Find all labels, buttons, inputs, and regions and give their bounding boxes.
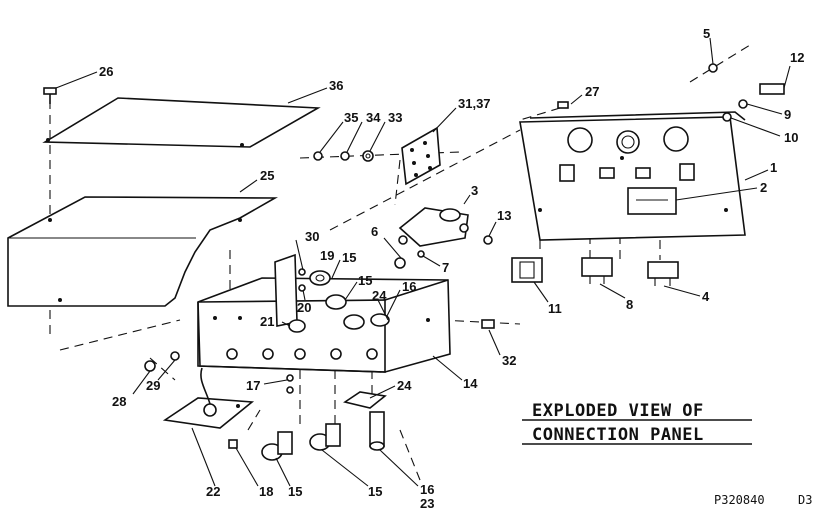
callout-29: 29 bbox=[146, 378, 160, 393]
callout-2: 2 bbox=[760, 180, 767, 195]
callout-36: 36 bbox=[329, 78, 343, 93]
callout-16b: 16 bbox=[420, 482, 434, 497]
screw-26 bbox=[43, 87, 57, 104]
switch-11 bbox=[511, 257, 543, 283]
callout-21: 21 bbox=[260, 314, 274, 329]
callout-17: 17 bbox=[246, 378, 260, 393]
terminal-block-31-37 bbox=[401, 126, 441, 186]
callout-31-37: 31,37 bbox=[458, 96, 491, 111]
callout-1: 1 bbox=[770, 160, 777, 175]
callout-20: 20 bbox=[297, 300, 311, 315]
leader-lines bbox=[55, 37, 791, 487]
bracket-30 bbox=[274, 253, 298, 327]
grommets-15-16-19-20-21-24 bbox=[288, 268, 390, 333]
callout-15d: 15 bbox=[368, 484, 382, 499]
callout-7: 7 bbox=[442, 260, 449, 275]
screw-32 bbox=[481, 319, 495, 329]
callout-6: 6 bbox=[371, 224, 378, 239]
callout-27: 27 bbox=[585, 84, 599, 99]
callout-5: 5 bbox=[703, 26, 710, 41]
callout-30: 30 bbox=[305, 229, 319, 244]
callout-16a: 16 bbox=[402, 279, 416, 294]
main-panel-1 bbox=[519, 111, 746, 241]
callout-23: 23 bbox=[420, 496, 434, 511]
callout-12: 12 bbox=[790, 50, 804, 65]
callout-25: 25 bbox=[260, 168, 274, 183]
housing-25 bbox=[7, 196, 278, 307]
callout-34: 34 bbox=[366, 110, 381, 125]
callout-33: 33 bbox=[388, 110, 402, 125]
callout-9: 9 bbox=[784, 107, 791, 122]
switch-8 bbox=[581, 257, 613, 284]
sheet-code: D3 bbox=[798, 493, 812, 507]
callout-28: 28 bbox=[112, 394, 126, 409]
callout-15c: 15 bbox=[288, 484, 302, 499]
callout-22: 22 bbox=[206, 484, 220, 499]
callout-26: 26 bbox=[99, 64, 113, 79]
title-line-2: CONNECTION PANEL bbox=[532, 425, 704, 445]
callout-18: 18 bbox=[259, 484, 273, 499]
switch-4 bbox=[647, 261, 679, 286]
plate-22 bbox=[162, 367, 255, 429]
callout-24a: 24 bbox=[372, 288, 387, 303]
callout-13: 13 bbox=[497, 208, 511, 223]
callout-19: 19 bbox=[320, 248, 334, 263]
callout-15b: 15 bbox=[358, 273, 372, 288]
callout-24b: 24 bbox=[397, 378, 412, 393]
callout-11: 11 bbox=[548, 301, 562, 316]
fittings-15 bbox=[261, 423, 341, 461]
bracket-14 bbox=[197, 277, 451, 373]
screws-17-18 bbox=[228, 374, 294, 449]
callout-15a: 15 bbox=[342, 250, 356, 265]
hardware-5-9-10-12-13-27 bbox=[483, 63, 785, 245]
hardware-33-34-35 bbox=[313, 150, 374, 162]
relay-3 bbox=[394, 207, 469, 269]
drawing-code: P320840 bbox=[714, 493, 765, 507]
cover-plate-36 bbox=[42, 97, 321, 148]
callout-14: 14 bbox=[463, 376, 478, 391]
callout-8: 8 bbox=[626, 297, 633, 312]
callout-32: 32 bbox=[502, 353, 516, 368]
title-line-1: EXPLODED VIEW OF bbox=[532, 401, 704, 421]
callout-3: 3 bbox=[471, 183, 478, 198]
callout-35: 35 bbox=[344, 110, 358, 125]
connector-16-23-24 bbox=[343, 391, 387, 451]
callout-4: 4 bbox=[702, 289, 710, 304]
callout-10: 10 bbox=[784, 130, 798, 145]
callout-labels: 26 36 35 34 33 31,37 27 5 12 9 10 1 2 3 … bbox=[99, 26, 804, 511]
title-block: EXPLODED VIEW OF CONNECTION PANEL P32084… bbox=[522, 401, 812, 507]
